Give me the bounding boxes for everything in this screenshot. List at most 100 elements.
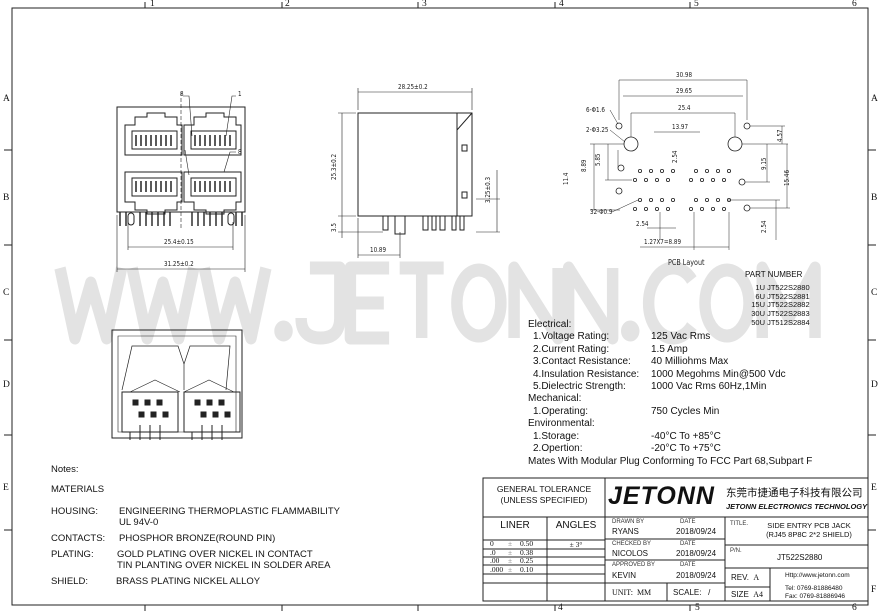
dimension-label: 3.5: [330, 223, 338, 232]
title-label: TITLE.: [730, 521, 749, 527]
scale: SCALE: /: [673, 588, 711, 597]
drawing-title: SIDE ENTRY PCB JACK(RJ45 8P8C 2*2 SHIELD…: [766, 521, 852, 539]
tolerance-row: .000±0.10: [490, 564, 534, 574]
notes-title: Notes:: [51, 464, 79, 475]
material-row: HOUSING:ENGINEERING THERMOPLASTIC FLAMMA…: [51, 506, 341, 528]
jetonn-logo: JETONN: [608, 482, 715, 510]
row-label: C: [871, 288, 878, 298]
row-label: A: [871, 94, 878, 104]
approved-date: 2018/09/24: [676, 571, 717, 580]
tolerance-list: 0±0.50 .0±0.38 .00±0.25 .000±0.10: [490, 539, 534, 574]
mates-note: Mates With Modular Plug Conforming To FC…: [528, 456, 813, 468]
drawn-date: 2018/09/24: [676, 527, 717, 536]
approved-by-label: APPROVED BY: [612, 562, 656, 568]
dimension-label: 8.89: [580, 159, 588, 172]
part-number-row: 6U JT522S2881: [755, 291, 810, 301]
spec-row: 2.Current Rating:1.5 Amp: [533, 343, 688, 355]
dimension-label: 6-Φ1.6: [586, 106, 605, 114]
tolerance-row: .00±0.25: [490, 556, 534, 565]
column-label: 2: [285, 0, 290, 9]
part-number: JT522S2880: [777, 553, 823, 562]
part-number-row: 50U JT512S2884: [751, 317, 810, 327]
spec-section-title: Environmental:: [528, 418, 595, 430]
column-label: 3: [422, 0, 427, 9]
column-label: 5: [695, 603, 700, 613]
column-label: 6: [852, 0, 857, 9]
row-label: B: [3, 193, 10, 203]
pcb-layout-title: PCB Layout: [668, 258, 705, 267]
dimension-label: 25.4±0.15: [164, 238, 194, 246]
dimension-label: 32-Φ0.9: [590, 208, 613, 216]
column-label: 5: [694, 0, 699, 9]
spec-section-title: Mechanical:: [528, 393, 582, 405]
checked-date: 2018/09/24: [676, 549, 717, 558]
spec-row: 1.Storage:-40°C To +85°C: [533, 430, 721, 442]
dimension-label: 5.85: [594, 153, 602, 166]
row-label: C: [3, 288, 10, 298]
tolerance-row: 0±0.50: [490, 539, 534, 548]
unit: UNIT: MM: [612, 588, 652, 597]
revision: REV. A: [731, 573, 760, 582]
approved-by: KEVIN: [612, 571, 637, 580]
date-label: DATE: [680, 562, 696, 568]
dimension-label: 13.97: [672, 123, 689, 131]
dimension-label: 9.15: [760, 157, 768, 170]
frame-ticks: [4, 2, 876, 611]
date-label: DATE: [680, 519, 696, 525]
materials-list: HOUSING:ENGINEERING THERMOPLASTIC FLAMMA…: [51, 506, 340, 587]
part-number-row: 1U JT522S2880: [755, 283, 810, 292]
part-number-list: 1U JT522S2880 6U JT522S2881 15U JT522S28…: [748, 283, 810, 328]
dimension-label: 3.25±0.3: [484, 176, 492, 203]
frame-border: [11, 7, 869, 606]
row-label: F: [871, 585, 877, 595]
dimension-label: 11.4: [562, 172, 570, 185]
materials-title: MATERIALS: [51, 484, 105, 495]
website-link[interactable]: Http://www.jetonn.com: [785, 572, 850, 579]
spec-row: 1.Operating:750 Cycles Min: [533, 405, 720, 417]
row-label: B: [871, 193, 878, 203]
material-row: SHIELD:BRASS PLATING NICKEL ALLOY: [51, 576, 261, 587]
company-name-en: JETONN ELECTRONICS TECHNOLOGY: [726, 502, 868, 511]
front-view: [116, 92, 246, 272]
side-view: [338, 88, 500, 258]
drawn-by: RYANS: [612, 527, 639, 536]
spec-row: 1.Voltage Rating:125 Vac Rms: [533, 331, 711, 343]
liner-label: LINER: [500, 520, 530, 531]
spec-row: 5.Dielectric Strength:1000 Vac Rms 60Hz,…: [533, 381, 767, 393]
dimension-label: 2.54: [671, 150, 679, 163]
part-number-title: PART NUMBER: [745, 270, 803, 279]
part-number-row: 15U JT522S2882: [751, 300, 810, 310]
pin-label: 8: [238, 148, 242, 156]
spec-row: 4.Insulation Resistance:1000 Megohms Min…: [533, 368, 786, 380]
tolerance-row: .0±0.38: [490, 547, 534, 557]
checked-by-label: CHECKED BY: [612, 541, 652, 547]
dimension-label: 29.65: [676, 87, 693, 95]
dimension-label: 31.25±0.2: [164, 260, 194, 268]
angle-tolerance: ± 3°: [569, 540, 583, 549]
pin-label: 8: [180, 90, 184, 98]
company-name-cn: 东莞市捷通电子科技有限公司: [726, 487, 863, 499]
dimension-label: 30.98: [676, 71, 693, 79]
rear-view: [111, 329, 243, 440]
part-number-row: 30U JT522S2883: [751, 309, 810, 319]
sheet-size: SIZE A4: [731, 590, 764, 599]
specifications: Electrical: 1.Voltage Rating:125 Vac Rms…: [528, 319, 812, 469]
row-label: A: [3, 94, 10, 104]
dimension-label: 1.27X7=8.89: [644, 238, 682, 246]
column-label: 6: [852, 603, 857, 613]
dimension-label: 2.54: [636, 220, 649, 228]
row-label: D: [3, 380, 10, 390]
dimension-label: 4.57: [776, 129, 784, 142]
dimension-label: 28.25±0.2: [398, 83, 428, 91]
column-label: 1: [150, 0, 155, 9]
general-tolerance: GENERAL TOLERANCE(UNLESS SPECIFIED): [496, 484, 592, 505]
pcb-layout: [590, 79, 790, 250]
pin-label: 1: [238, 90, 242, 98]
row-label: E: [3, 483, 9, 493]
spec-section-title: Electrical:: [528, 319, 572, 330]
title-block-grid: [482, 477, 869, 602]
spec-row: 2.Opertion:-20°C To +75°C: [533, 443, 721, 455]
